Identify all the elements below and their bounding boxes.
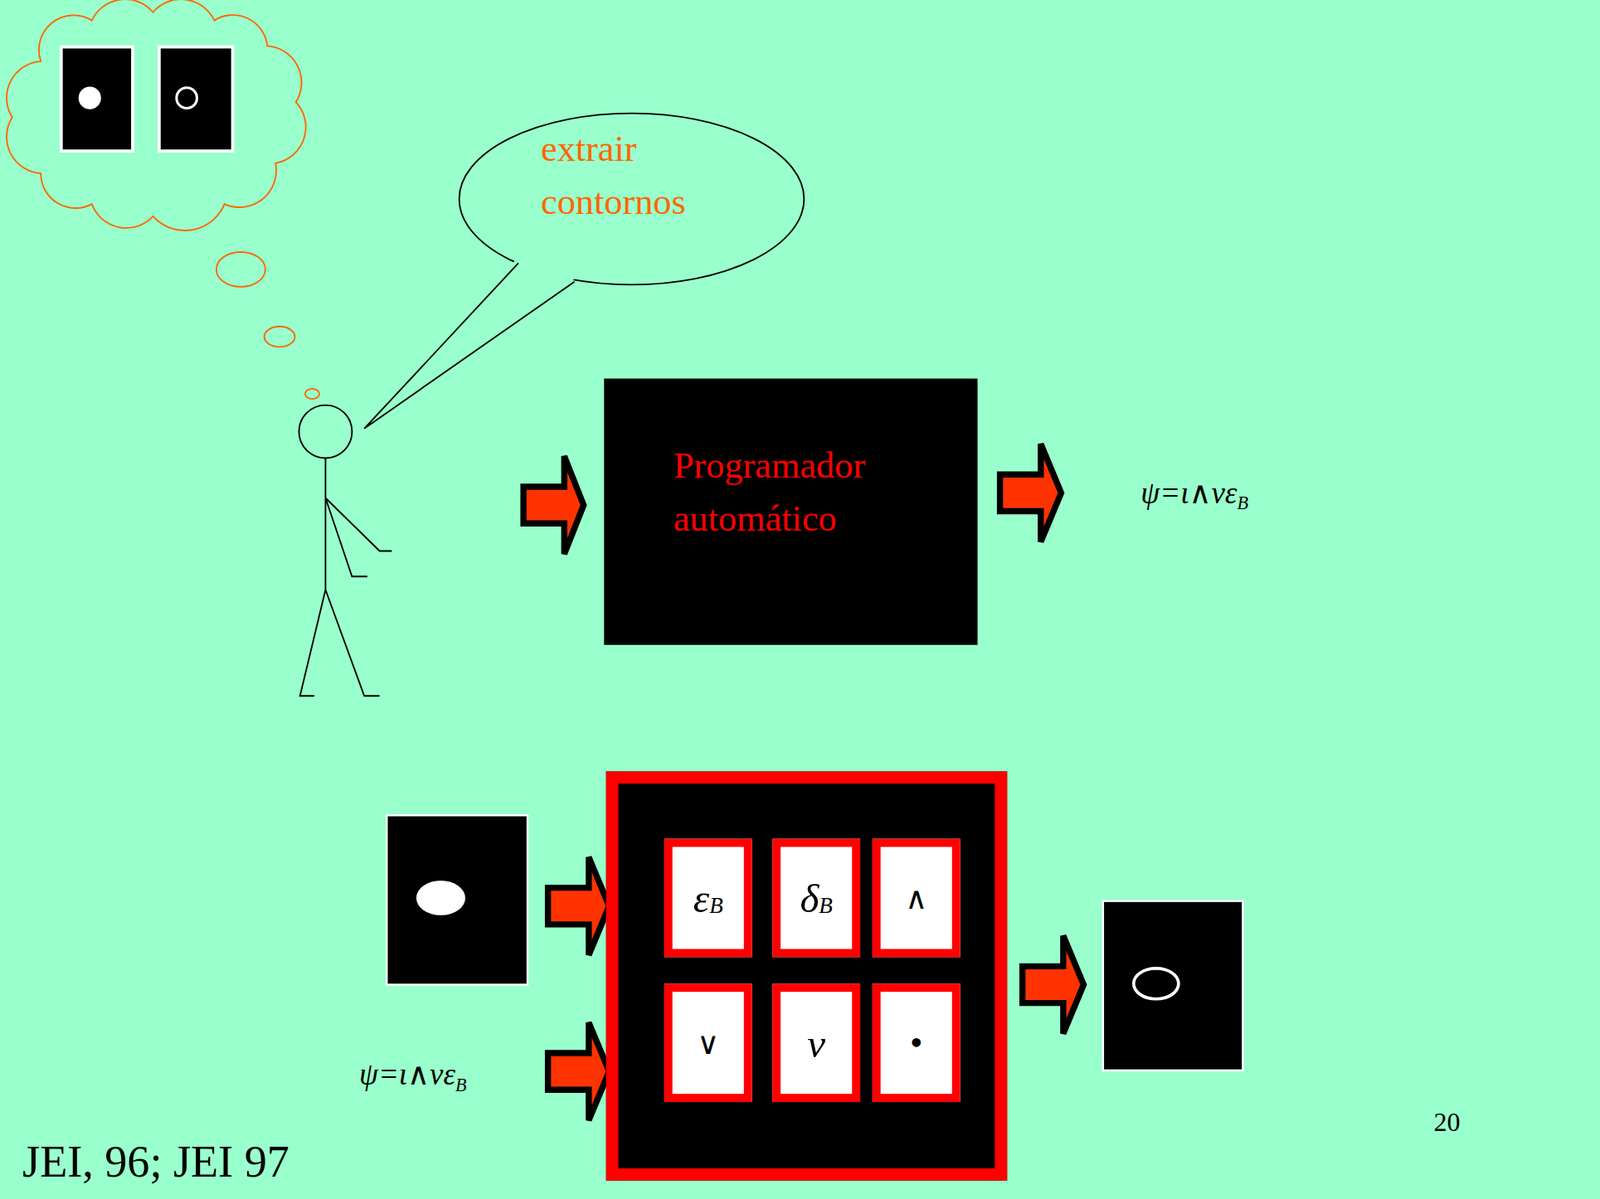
block-arrow [548, 1022, 610, 1121]
speech-bubble: extrair contornos [457, 111, 805, 286]
formula-subscript: B [1236, 492, 1249, 514]
card-content: δB [780, 846, 852, 949]
reference-note: JEI, 96; JEI 97 [22, 1140, 290, 1186]
block-arrow [548, 857, 610, 956]
operator-symbol: ∨ [696, 1025, 720, 1061]
node-label: extrair contornos [540, 122, 745, 229]
operator-card: ∧ [872, 839, 961, 959]
operator-subscript: B [709, 893, 724, 920]
page-number-text: 20 [1433, 1107, 1460, 1138]
stick-figure-body [300, 458, 393, 697]
card-content: ν [780, 992, 852, 1095]
operator-card: ∨ [664, 983, 753, 1103]
operator-card: ν [772, 983, 861, 1103]
node-label: Programador automático [673, 438, 949, 545]
ring-contour [1133, 968, 1179, 1000]
formula-subscript: B [455, 1074, 467, 1096]
image-thumbnail [61, 47, 133, 152]
process-box: Programador automático [603, 379, 978, 646]
formula: ψ=ι∧νεB [1140, 477, 1249, 509]
thought-bubble [264, 326, 296, 348]
operator-card: δB [772, 839, 861, 959]
reference-note-text: JEI, 96; JEI 97 [22, 1137, 290, 1187]
thought-bubble [305, 389, 320, 399]
card-content: ∨ [672, 992, 745, 1095]
machine-box: εBδB∧∨ν• [606, 771, 1007, 1181]
speech-bubble-ellipse [459, 113, 805, 286]
filled-disc [416, 880, 466, 916]
speech-tail [364, 262, 574, 428]
operator-symbol: ν [807, 1019, 826, 1068]
card-content: εB [672, 846, 745, 949]
output-image [1103, 901, 1244, 1071]
block-arrow [1022, 935, 1085, 1034]
operator-symbol: δ [799, 874, 819, 923]
stick-figure-head [298, 405, 352, 459]
operator-symbol: • [909, 1021, 924, 1066]
formula: ψ=ι∧νεB [359, 1059, 467, 1090]
ring-contour [176, 87, 198, 109]
operator-card: εB [664, 839, 753, 959]
thought-cloud [6, 0, 307, 231]
operator-symbol: ε [693, 874, 710, 923]
operator-symbol: ∧ [904, 880, 928, 916]
formula-text: ψ=ι∧νε [359, 1057, 456, 1092]
page-number: 20 [1433, 1109, 1460, 1137]
card-content: • [880, 992, 953, 1095]
thought-bubble [216, 252, 266, 287]
filled-disc [78, 87, 102, 110]
formula-text: ψ=ι∧νε [1140, 475, 1237, 510]
card-content: ∧ [880, 846, 953, 949]
operator-card: • [872, 983, 961, 1103]
operator-subscript: B [818, 893, 833, 920]
speech-tail-fill [364, 259, 577, 429]
input-image [386, 815, 528, 985]
block-arrow [523, 456, 584, 555]
image-thumbnail [159, 47, 234, 152]
block-arrow [1000, 443, 1062, 542]
